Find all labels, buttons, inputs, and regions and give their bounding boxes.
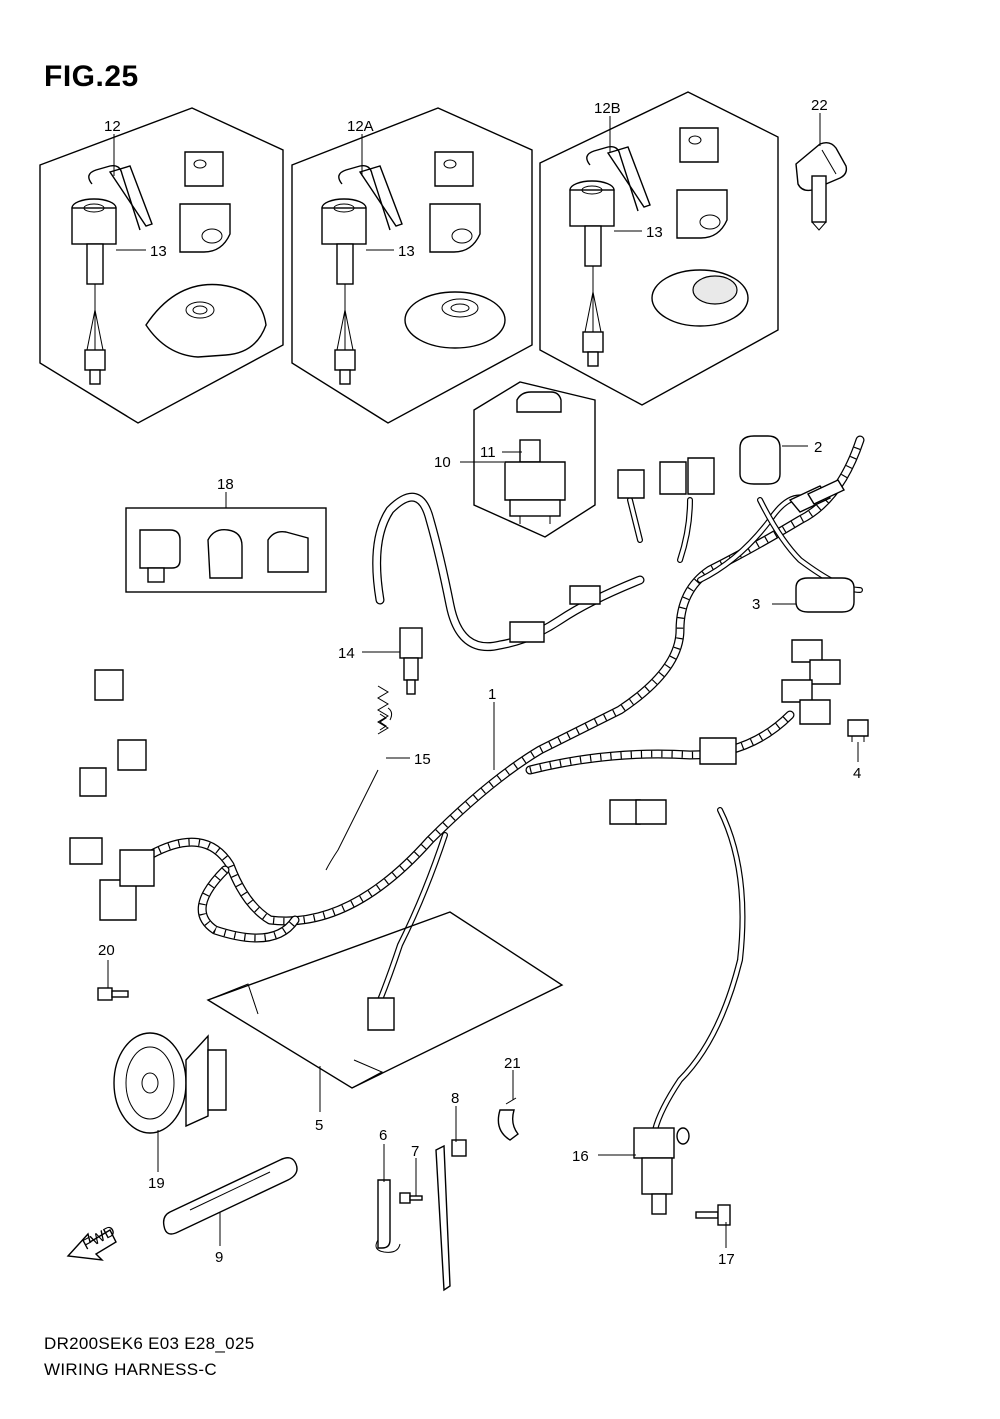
callout-12: 12 [104, 118, 121, 135]
ignition-switch-set-12 [39, 107, 284, 424]
model-code: DR200SEK6 E03 E28_025 [44, 1334, 255, 1353]
horn-19 [113, 1032, 227, 1134]
ignition-switch-set-12b [539, 91, 779, 406]
clip-21 [497, 1097, 519, 1141]
callout-19: 19 [148, 1175, 165, 1192]
callout-22: 22 [811, 97, 828, 114]
callout-4: 4 [853, 765, 861, 782]
callout-10: 10 [434, 454, 451, 471]
callout-14: 14 [338, 645, 355, 662]
callout-3: 3 [752, 596, 760, 613]
fuse-4 [847, 719, 869, 742]
protective-sheet-5 [206, 911, 564, 1089]
figure-title: FIG.25 [44, 60, 139, 93]
callout-17: 17 [718, 1251, 735, 1268]
callout-labels: 1 2 3 4 5 6 7 8 9 10 11 12 12A 12B 13 13… [98, 97, 861, 1268]
spring-15 [325, 685, 393, 871]
callout-16: 16 [572, 1148, 589, 1165]
callout-1: 1 [488, 686, 496, 703]
brake-light-switch-14 [399, 627, 423, 695]
terminal-cap-3 [795, 577, 855, 613]
cable-tie-8 [435, 1139, 467, 1292]
callout-9: 9 [215, 1249, 223, 1266]
callout-18: 18 [217, 476, 234, 493]
sensor-16 [633, 1127, 690, 1215]
callout-15: 15 [414, 751, 431, 768]
clamp-6 [375, 1179, 401, 1253]
terminal-cap-2 [739, 435, 781, 485]
callout-12b: 12B [594, 100, 621, 117]
fwd-arrow-icon: FWD [66, 1222, 118, 1261]
callout-5: 5 [315, 1117, 323, 1134]
callout-13-a: 13 [150, 243, 167, 260]
callout-13-c: 13 [646, 224, 663, 241]
callout-12a: 12A [347, 118, 374, 135]
callout-8: 8 [451, 1090, 459, 1107]
callout-11: 11 [480, 444, 496, 461]
callout-2: 2 [814, 439, 822, 456]
relay-set-10 [473, 381, 596, 538]
callout-6: 6 [379, 1127, 387, 1144]
key-22 [795, 141, 848, 231]
bolt-20 [97, 987, 129, 1001]
wiring-harness-1 [69, 435, 865, 1133]
callout-13-b: 13 [398, 243, 415, 260]
connector-cover-set-18 [125, 507, 327, 593]
bolt-17 [695, 1204, 731, 1226]
leader-lines [107, 113, 859, 1248]
screw-7 [399, 1192, 423, 1204]
grommet-9 [162, 1157, 298, 1235]
diagram-name: WIRING HARNESS-C [44, 1360, 217, 1379]
callout-20: 20 [98, 942, 115, 959]
callout-21: 21 [504, 1055, 521, 1072]
ignition-switch-set-12a [291, 107, 533, 424]
callout-7: 7 [411, 1143, 419, 1160]
